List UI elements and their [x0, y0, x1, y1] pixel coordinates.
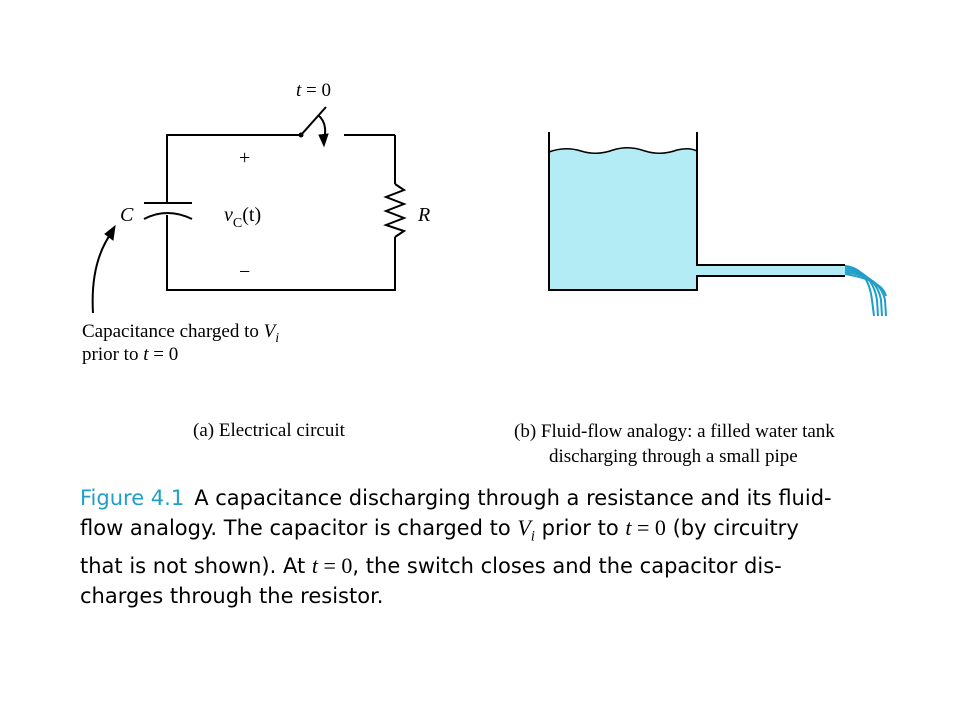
switch-blade [300, 106, 327, 136]
switch-label: t = 0 [296, 80, 331, 101]
caption-line-2: flow analogy. The capacitor is charged t… [80, 515, 799, 545]
capacitance-note-line1: Capacitance charged to Vi [82, 321, 279, 346]
water-surface [548, 147, 698, 154]
electrical-circuit [91, 106, 407, 314]
right-wire-bottom [166, 215, 396, 291]
water-tank [548, 132, 887, 317]
caption-line-3: that is not shown). At t = 0, the switch… [80, 553, 782, 579]
left-wire-top [166, 134, 301, 203]
annotation-arrow [91, 231, 113, 314]
plus-sign: + [239, 147, 250, 169]
capacitor-bottom-plate [143, 212, 193, 220]
resistor-label: R [417, 204, 430, 226]
annotation-arrowhead [104, 224, 116, 241]
vi-symbol: Vi [517, 515, 535, 545]
voltage-label: vC(t) [224, 204, 261, 231]
tank-caption-line2: discharging through a small pipe [549, 446, 798, 467]
tank-caption-line1: (b) Fluid-flow analogy: a filled water t… [514, 421, 835, 442]
water-stream [844, 265, 887, 317]
figure-number: Figure 4.1 [80, 486, 185, 510]
resistor [383, 183, 407, 238]
capacitance-note-line2: prior to t = 0 [82, 344, 178, 365]
capacitor-label: C [120, 204, 134, 226]
minus-sign: − [239, 261, 250, 283]
switch-arrowhead [318, 133, 329, 148]
circuit-caption: (a) Electrical circuit [193, 420, 346, 441]
tank-walls [548, 132, 845, 291]
caption-line-4: charges through the resistor. [80, 584, 384, 609]
